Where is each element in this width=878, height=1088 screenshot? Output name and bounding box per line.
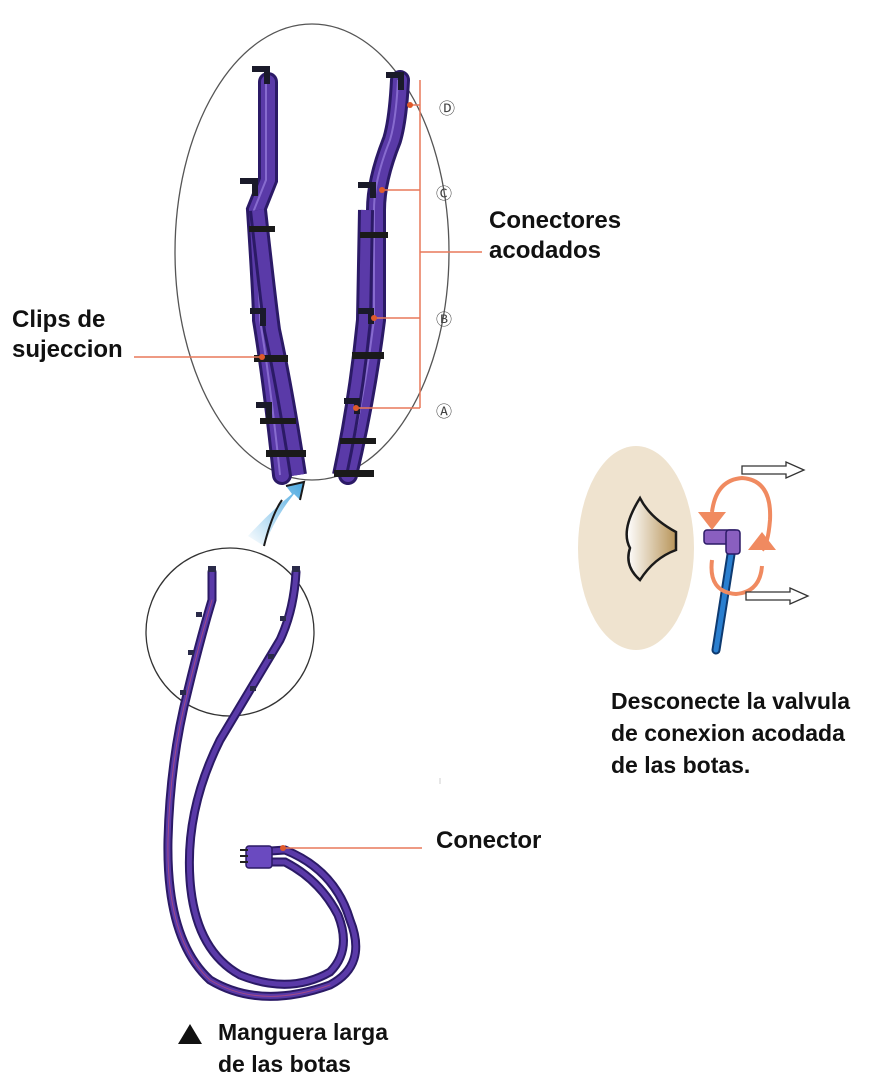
caption: Manguera larga de las botas	[218, 1016, 388, 1080]
valve-illustration	[578, 446, 808, 650]
marker-c: Ⓒ	[436, 184, 452, 203]
disconnect-line2: de conexion acodada	[611, 717, 850, 749]
disconnect-line3: de las botas.	[611, 749, 850, 781]
elbow-valve	[704, 530, 740, 554]
caption-line2: de las botas	[218, 1048, 388, 1080]
full-hose	[168, 572, 356, 996]
disconnect-line1: Desconecte la valvula	[611, 685, 850, 717]
clips-label: Clips de sujeccion	[12, 305, 123, 365]
marker-d: Ⓓ	[439, 99, 455, 118]
clips-label-line1: Clips de	[12, 305, 123, 335]
up-right-curved-arrow-icon	[248, 482, 304, 546]
connector-leader	[280, 845, 422, 851]
overview	[146, 548, 422, 996]
zoom-view: Ⓓ Ⓒ Ⓑ Ⓐ	[134, 24, 482, 480]
elbow-connectors-line2: acodados	[489, 236, 621, 266]
connector-label: Conector	[436, 826, 541, 856]
hose-connector	[240, 846, 272, 868]
caption-line1: Manguera larga	[218, 1016, 388, 1048]
disconnect-instruction: Desconecte la valvula de conexion acodad…	[611, 685, 850, 781]
elbow-connectors-line1: Conectores	[489, 206, 621, 236]
clips-label-line2: sujeccion	[12, 335, 123, 365]
marker-b: Ⓑ	[436, 310, 452, 329]
elbow-connectors-label: Conectores acodados	[489, 206, 621, 266]
marker-a: Ⓐ	[436, 402, 452, 421]
overview-circle	[146, 548, 314, 716]
pull-arrow-icon	[742, 462, 808, 604]
caption-triangle	[178, 1024, 202, 1044]
